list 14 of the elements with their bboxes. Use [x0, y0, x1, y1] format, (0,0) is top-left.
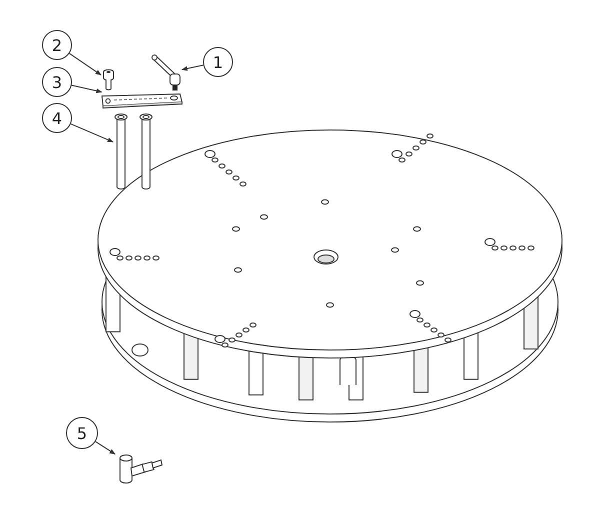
leader-line	[70, 123, 114, 142]
screw-drawing	[101, 69, 116, 91]
leader-line	[95, 441, 116, 455]
pins-drawing	[113, 111, 153, 190]
plate-drawing	[100, 92, 184, 110]
leader-line	[68, 52, 102, 76]
callout-number: 2	[42, 30, 72, 60]
callout-number: 1	[203, 47, 233, 77]
callout-number: 5	[66, 417, 98, 449]
clamp-lever-drawing	[150, 55, 182, 91]
leader-line	[71, 84, 102, 94]
callout-number: 4	[42, 103, 72, 133]
leader-line	[181, 64, 204, 71]
callout-number: 3	[42, 67, 72, 97]
